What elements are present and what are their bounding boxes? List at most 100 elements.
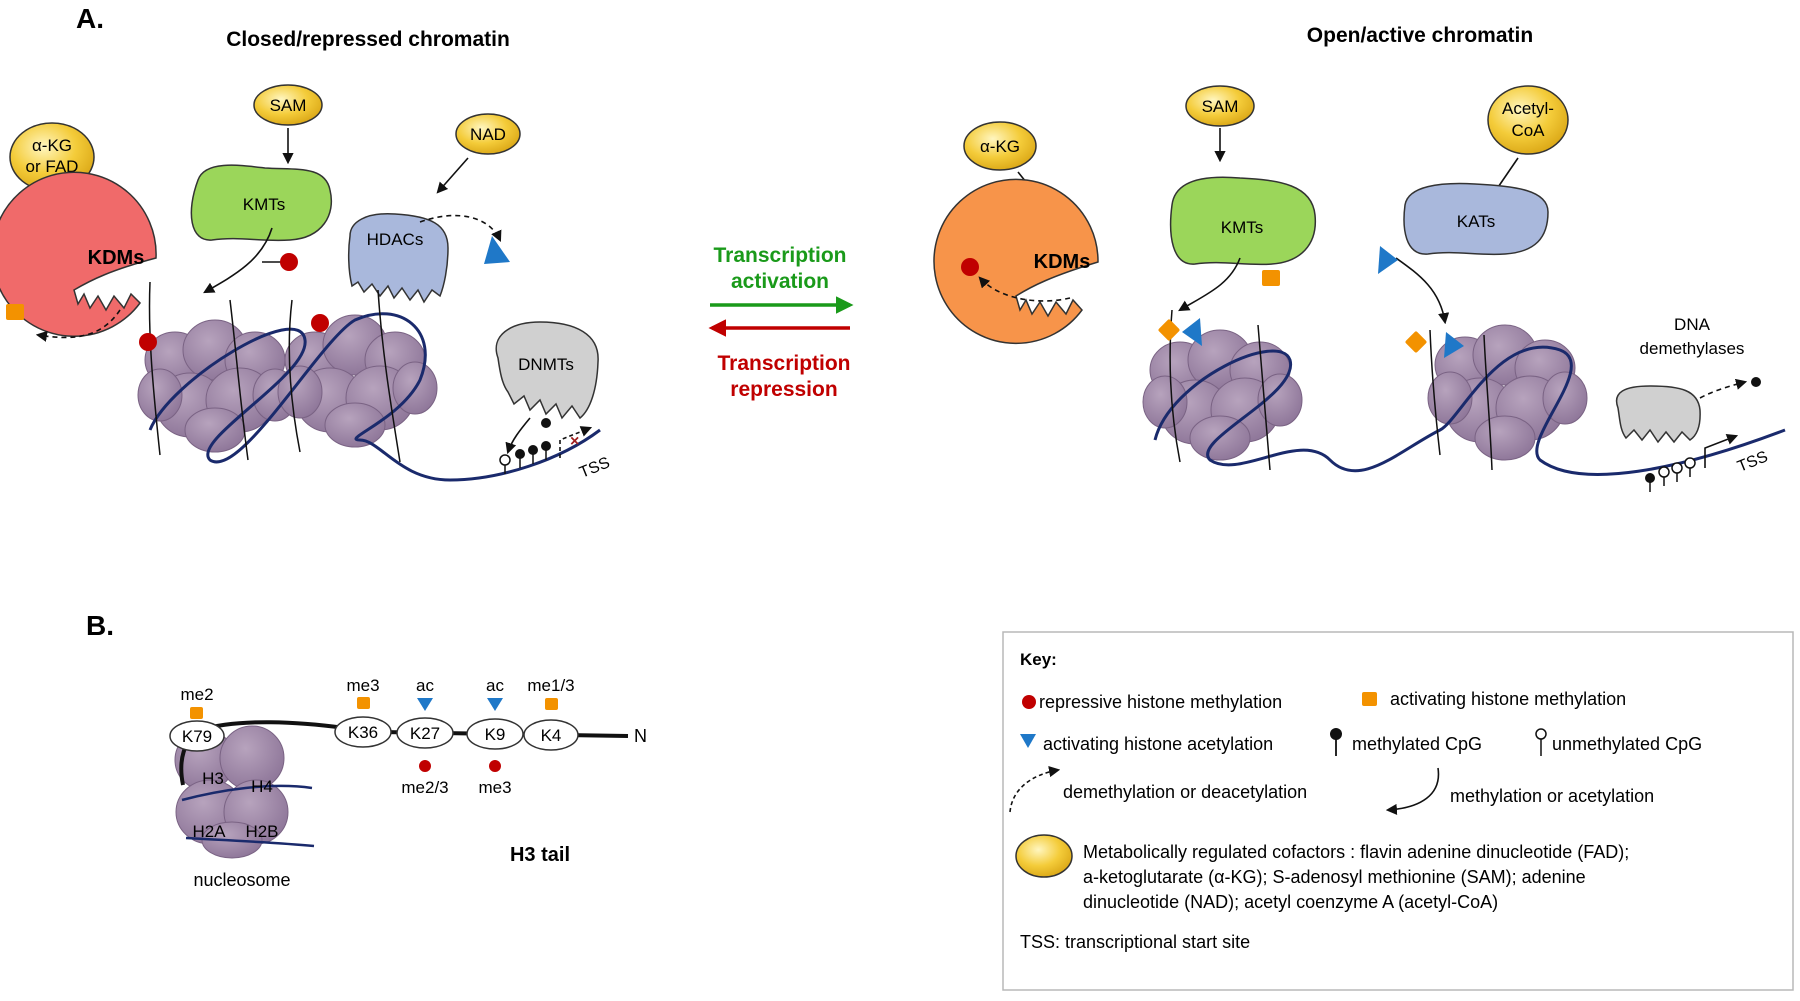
key-title: Key:	[1020, 650, 1057, 669]
k27-acetyl-mark	[417, 698, 433, 711]
key-unmethylated-cpg-label: unmethylated CpG	[1552, 734, 1702, 754]
k79-activating-mark	[190, 707, 203, 719]
residue-k4: K4	[523, 719, 579, 751]
k36-activating-mark	[357, 697, 370, 709]
histone-tail-closed-1	[148, 281, 161, 456]
acetyl-mark-open-2	[1444, 332, 1464, 358]
k9-mark-label: ac	[486, 676, 504, 695]
k27-mark-label: ac	[416, 676, 434, 695]
sam-label: SAM	[270, 96, 307, 115]
akg-cofactor-open: α-KG	[963, 121, 1037, 171]
repression-label-2: repression	[730, 378, 837, 401]
residue-k79-label: K79	[182, 727, 212, 746]
nucleosome-open-2	[1427, 324, 1588, 461]
key-solid-arrow-icon	[1385, 767, 1440, 816]
k36-mark-label: me3	[346, 676, 379, 695]
sam-label-open: SAM	[1202, 97, 1239, 116]
k4-activating-mark	[545, 698, 558, 710]
k27-repressive-label: me2/3	[401, 778, 448, 797]
tss-blocked-icon: ×	[570, 433, 579, 450]
histone-tail-open-4	[1483, 334, 1493, 471]
nad-cofactor: NAD	[455, 113, 521, 155]
histone-h2b-label: H2B	[245, 822, 278, 841]
key-methylated-cpg-icon	[1330, 728, 1342, 740]
demethylation-arrow-closed	[35, 309, 121, 342]
key-demethylation-label: demethylation or deacetylation	[1063, 782, 1307, 802]
akg-label-open: α-KG	[980, 137, 1020, 156]
residue-k9: K9	[466, 718, 524, 750]
acetyl-coa-cofactor: Acetyl- CoA	[1487, 85, 1569, 155]
tss-arrow-open	[1704, 434, 1739, 468]
released-methyl-group	[1751, 377, 1761, 387]
dna-demethylase-enzyme	[1615, 385, 1701, 444]
repression-label-1: Transcription	[717, 352, 850, 375]
k9-repressive-mark	[489, 760, 501, 772]
sam-cofactor-open: SAM	[1185, 85, 1255, 127]
key-tss-label: TSS: transcriptional start site	[1020, 932, 1250, 952]
demethylation-arrow-open	[978, 276, 1071, 302]
open-chromatin-title: Open/active chromatin	[1307, 24, 1533, 47]
methylation-arrow-open	[1178, 257, 1241, 312]
residue-k27: K27	[396, 717, 454, 749]
acetyl-label-1: Acetyl-	[1502, 99, 1554, 118]
dnmts-enzyme: DNMTs	[495, 321, 599, 420]
cpg-sites-closed	[499, 441, 551, 474]
deacetylation-arrow	[419, 214, 502, 243]
key-activating-methyl-icon	[1362, 692, 1377, 706]
residue-k36-label: K36	[348, 723, 378, 742]
dna-strand-closed	[148, 312, 601, 482]
key-activating-methyl-label: activating histone methylation	[1390, 689, 1626, 709]
acetylation-arrow	[1395, 257, 1450, 325]
nucleosome-closed-1	[137, 319, 298, 453]
dna-strand-open	[1153, 345, 1786, 476]
k79-mark-label: me2	[180, 685, 213, 704]
histone-tail-open-2	[1257, 324, 1271, 471]
acetyl-label-2: CoA	[1511, 121, 1545, 140]
released-acetyl-mark	[484, 236, 510, 264]
residue-k79: K79	[169, 720, 225, 752]
activating-mark-open-1	[1158, 319, 1180, 341]
kmts-label: KMTs	[243, 195, 286, 214]
k27-repressive-mark	[419, 760, 431, 772]
n-terminus-label: N	[634, 726, 647, 746]
residue-k4-label: K4	[541, 726, 562, 745]
key-cofactors-line1: Metabolically regulated cofactors : flav…	[1083, 842, 1629, 862]
methylation-arrow-closed	[203, 227, 273, 294]
nucleosome-label: nucleosome	[193, 870, 290, 890]
activation-label-2: activation	[731, 270, 829, 293]
key-box	[1002, 631, 1794, 991]
histone-tail-closed-4	[377, 289, 401, 463]
histone-tail-closed-3	[288, 299, 301, 453]
methyl-group-closed	[541, 418, 551, 428]
residue-k27-label: K27	[410, 724, 440, 743]
released-repressive-mark	[961, 258, 979, 276]
acetyl-mark-open-1	[1182, 318, 1202, 346]
histone-tail-closed-2	[229, 299, 249, 461]
key-cofactors-line3: dinucleotide (NAD); acetyl coenzyme A (a…	[1083, 892, 1498, 912]
key-repressive-icon	[1022, 695, 1036, 709]
activation-label-1: Transcription	[713, 244, 846, 267]
repressive-mark-closed-1	[139, 333, 157, 351]
new-acetyl-mark	[1378, 246, 1398, 274]
demethylases-label-2: demethylases	[1640, 339, 1745, 358]
repressive-mark-closed-2	[311, 314, 329, 332]
key-acetyl-icon	[1020, 734, 1036, 748]
histone-h4-label: H4	[251, 777, 273, 796]
tss-arrow-closed	[559, 426, 593, 458]
histone-h3-label: H3	[202, 769, 224, 788]
hdacs-enzyme: HDACs	[347, 213, 449, 304]
panel-b-label: B.	[86, 610, 114, 641]
closed-chromatin-title: Closed/repressed chromatin	[226, 28, 510, 51]
key-methylation-label: methylation or acetylation	[1450, 786, 1654, 806]
key-unmethylated-cpg-icon	[1535, 728, 1547, 740]
kmts-enzyme-open: KMTs	[1169, 176, 1317, 266]
key-cofactors-line2: a-ketoglutarate (α-KG); S-adenosyl methi…	[1083, 867, 1586, 887]
dna-demethylation-arrow	[1699, 378, 1748, 399]
key-methylated-cpg-label: methylated CpG	[1352, 734, 1482, 754]
akg-label: α-KG	[32, 136, 72, 155]
kdms-label-open: KDMs	[1034, 251, 1091, 273]
k9-repressive-label: me3	[478, 778, 511, 797]
tss-label-open: TSS	[1735, 448, 1770, 475]
